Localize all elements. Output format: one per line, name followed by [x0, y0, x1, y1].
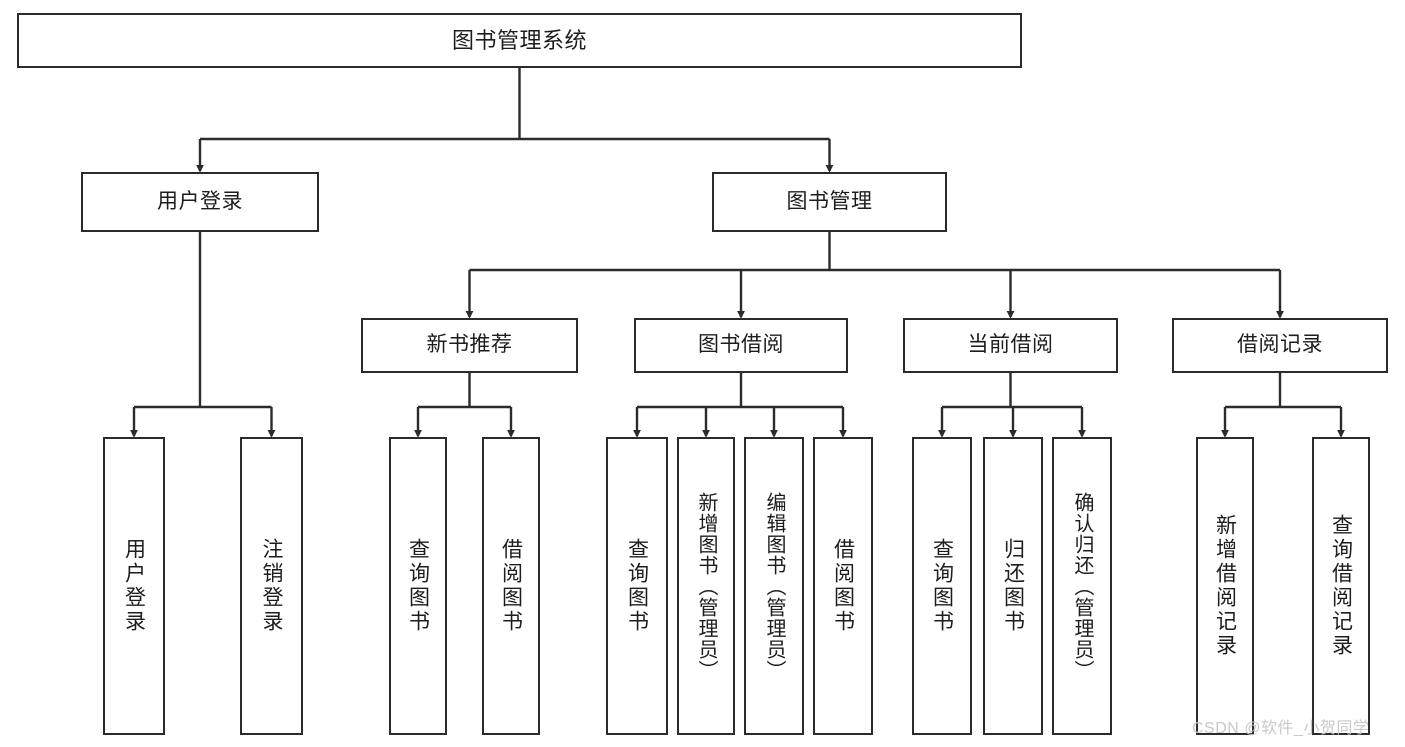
node-l-borrow2[interactable]: 借阅图书	[813, 437, 873, 735]
node-label: 图书管理	[786, 189, 873, 213]
node-label: 确认归还（管理员）	[1071, 491, 1093, 681]
node-l-addrec[interactable]: 新增借阅记录	[1196, 437, 1254, 735]
node-label: 新书推荐	[426, 333, 513, 357]
node-newbook[interactable]: 新书推荐	[361, 318, 578, 373]
node-label: 归还图书	[1001, 538, 1025, 634]
node-login[interactable]: 用户登录	[81, 172, 319, 232]
node-l-add[interactable]: 新增图书（管理员）	[677, 437, 735, 735]
node-label: 查询图书	[625, 538, 649, 634]
watermark-text: CSDN @软件_小贺同学	[1192, 720, 1370, 737]
node-label: 注销登录	[260, 538, 283, 634]
node-label: 借阅图书	[831, 538, 855, 634]
node-l-return[interactable]: 归还图书	[983, 437, 1043, 735]
node-records[interactable]: 借阅记录	[1172, 318, 1388, 373]
node-l-login[interactable]: 用户登录	[103, 437, 165, 735]
node-label: 图书管理系统	[451, 27, 587, 53]
node-label: 查询借阅记录	[1329, 514, 1353, 658]
node-label: 编辑图书（管理员）	[763, 491, 785, 681]
node-label: 借阅图书	[499, 538, 523, 634]
node-root[interactable]: 图书管理系统	[17, 13, 1022, 68]
node-label: 借阅记录	[1237, 333, 1323, 357]
node-label: 查询图书	[406, 538, 430, 634]
node-bookmgmt[interactable]: 图书管理	[712, 172, 947, 232]
node-l-confirm[interactable]: 确认归还（管理员）	[1052, 437, 1112, 735]
node-label: 新增借阅记录	[1213, 514, 1237, 658]
node-l-edit[interactable]: 编辑图书（管理员）	[744, 437, 804, 735]
node-label: 查询图书	[930, 538, 954, 634]
node-l-queryrec[interactable]: 查询借阅记录	[1312, 437, 1370, 735]
node-label: 图书借阅	[698, 333, 784, 357]
node-l-borrow1[interactable]: 借阅图书	[482, 437, 540, 735]
node-label: 用户登录	[122, 538, 146, 634]
node-borrow[interactable]: 图书借阅	[634, 318, 848, 373]
node-l-query3[interactable]: 查询图书	[912, 437, 972, 735]
node-current[interactable]: 当前借阅	[903, 318, 1118, 373]
node-l-query1[interactable]: 查询图书	[389, 437, 447, 735]
node-label: 新增图书（管理员）	[695, 491, 717, 681]
node-label: 用户登录	[157, 189, 243, 213]
node-l-logout[interactable]: 注销登录	[240, 437, 303, 735]
node-l-query2[interactable]: 查询图书	[606, 437, 668, 735]
node-label: 当前借阅	[967, 333, 1054, 357]
